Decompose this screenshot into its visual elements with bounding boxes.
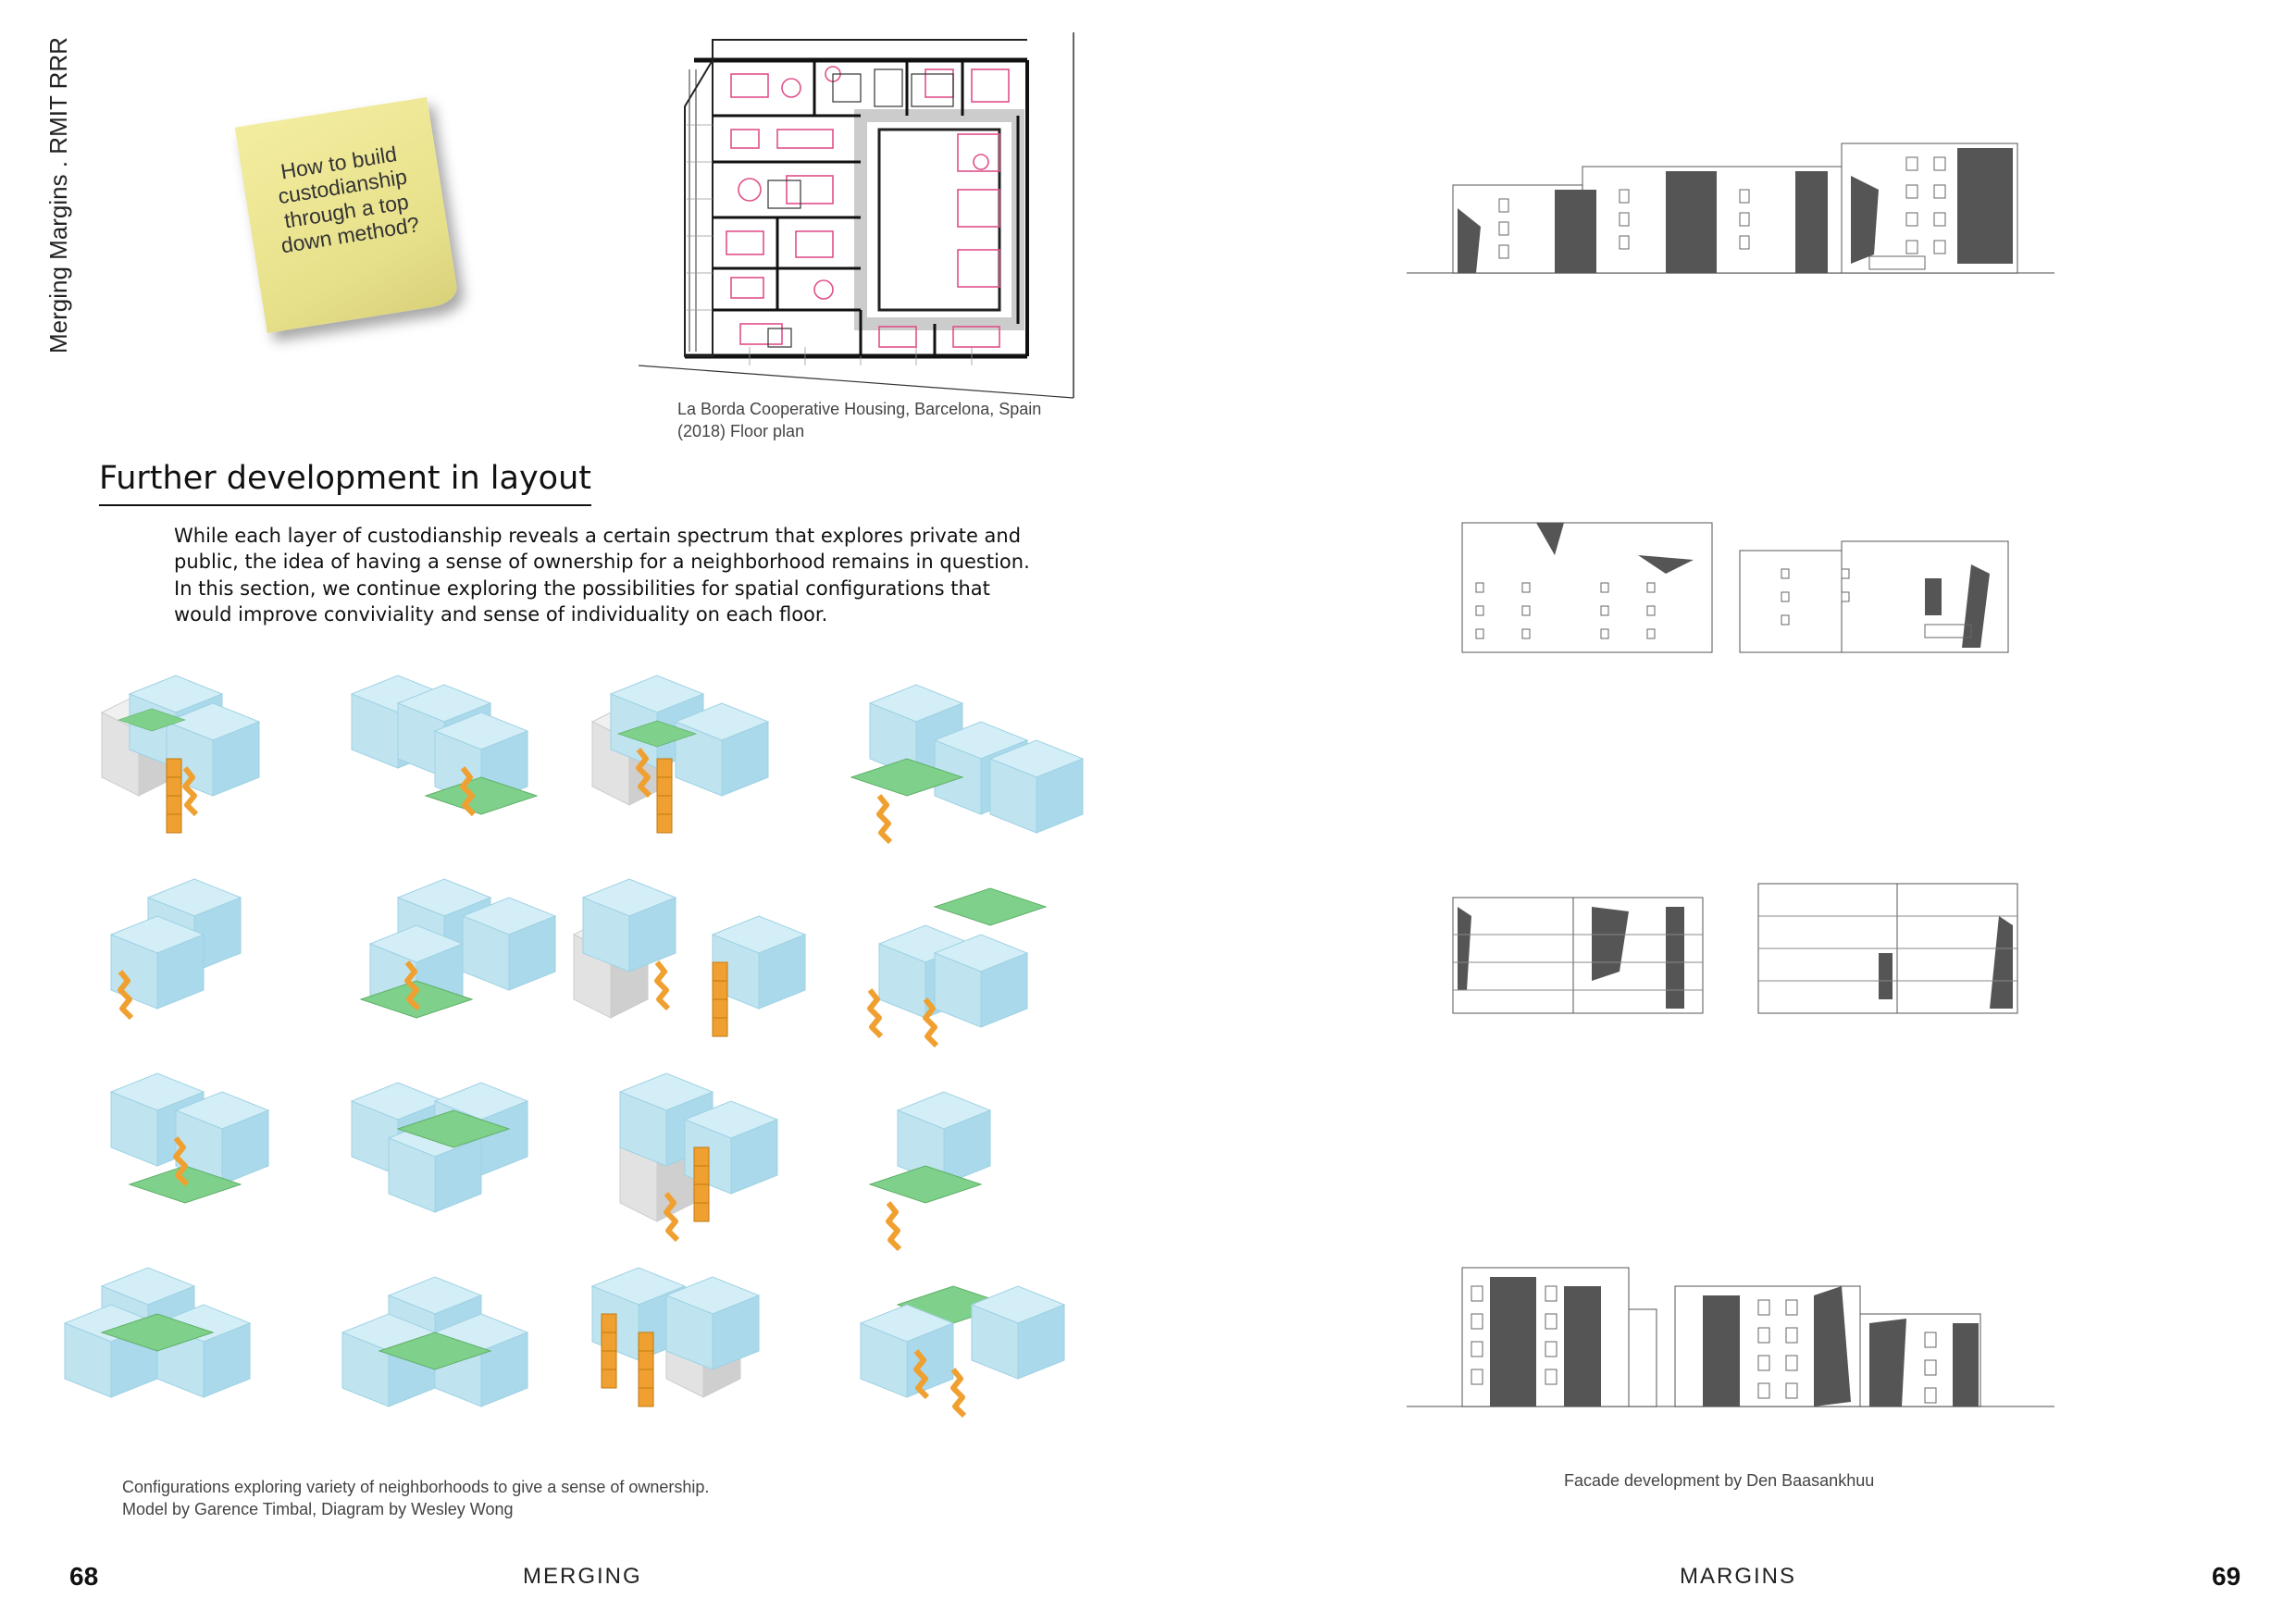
left-running-title: MERGING	[523, 1564, 642, 1589]
configuration-diagrams	[64, 675, 1084, 1453]
side-label: Merging Margins . RMIT RRR	[44, 37, 72, 353]
right-running-title: MARGINS	[1680, 1564, 1797, 1589]
facade-elevation-4	[1407, 1267, 2054, 1407]
facade-elevation-2	[1461, 522, 2009, 653]
facade-elevation-3	[1452, 883, 2018, 1014]
section-body: While each layer of custodianship reveal…	[174, 525, 1030, 626]
floor-plan-drawing	[639, 32, 1074, 399]
facade-elevation-1	[1407, 142, 2054, 274]
floor-plan-caption-line1: La Borda Cooperative Housing, Barcelona,…	[677, 400, 1042, 418]
sticky-note: How to build custodianship through a top…	[234, 96, 460, 334]
diagram-caption-line2: Model by Garence Timbal, Diagram by Wesl…	[122, 1500, 514, 1519]
floor-plan-caption-line2: (2018) Floor plan	[677, 422, 805, 441]
sticky-note-text: How to build custodianship through a top…	[276, 141, 421, 258]
section-heading: Further development in layout	[99, 460, 591, 506]
right-page-number: 69	[2212, 1562, 2241, 1591]
left-page-number: 68	[69, 1562, 99, 1591]
diagram-caption-line1: Configurations exploring variety of neig…	[122, 1478, 710, 1496]
facade-caption: Facade development by Den Baasankhuu	[1564, 1471, 1875, 1490]
